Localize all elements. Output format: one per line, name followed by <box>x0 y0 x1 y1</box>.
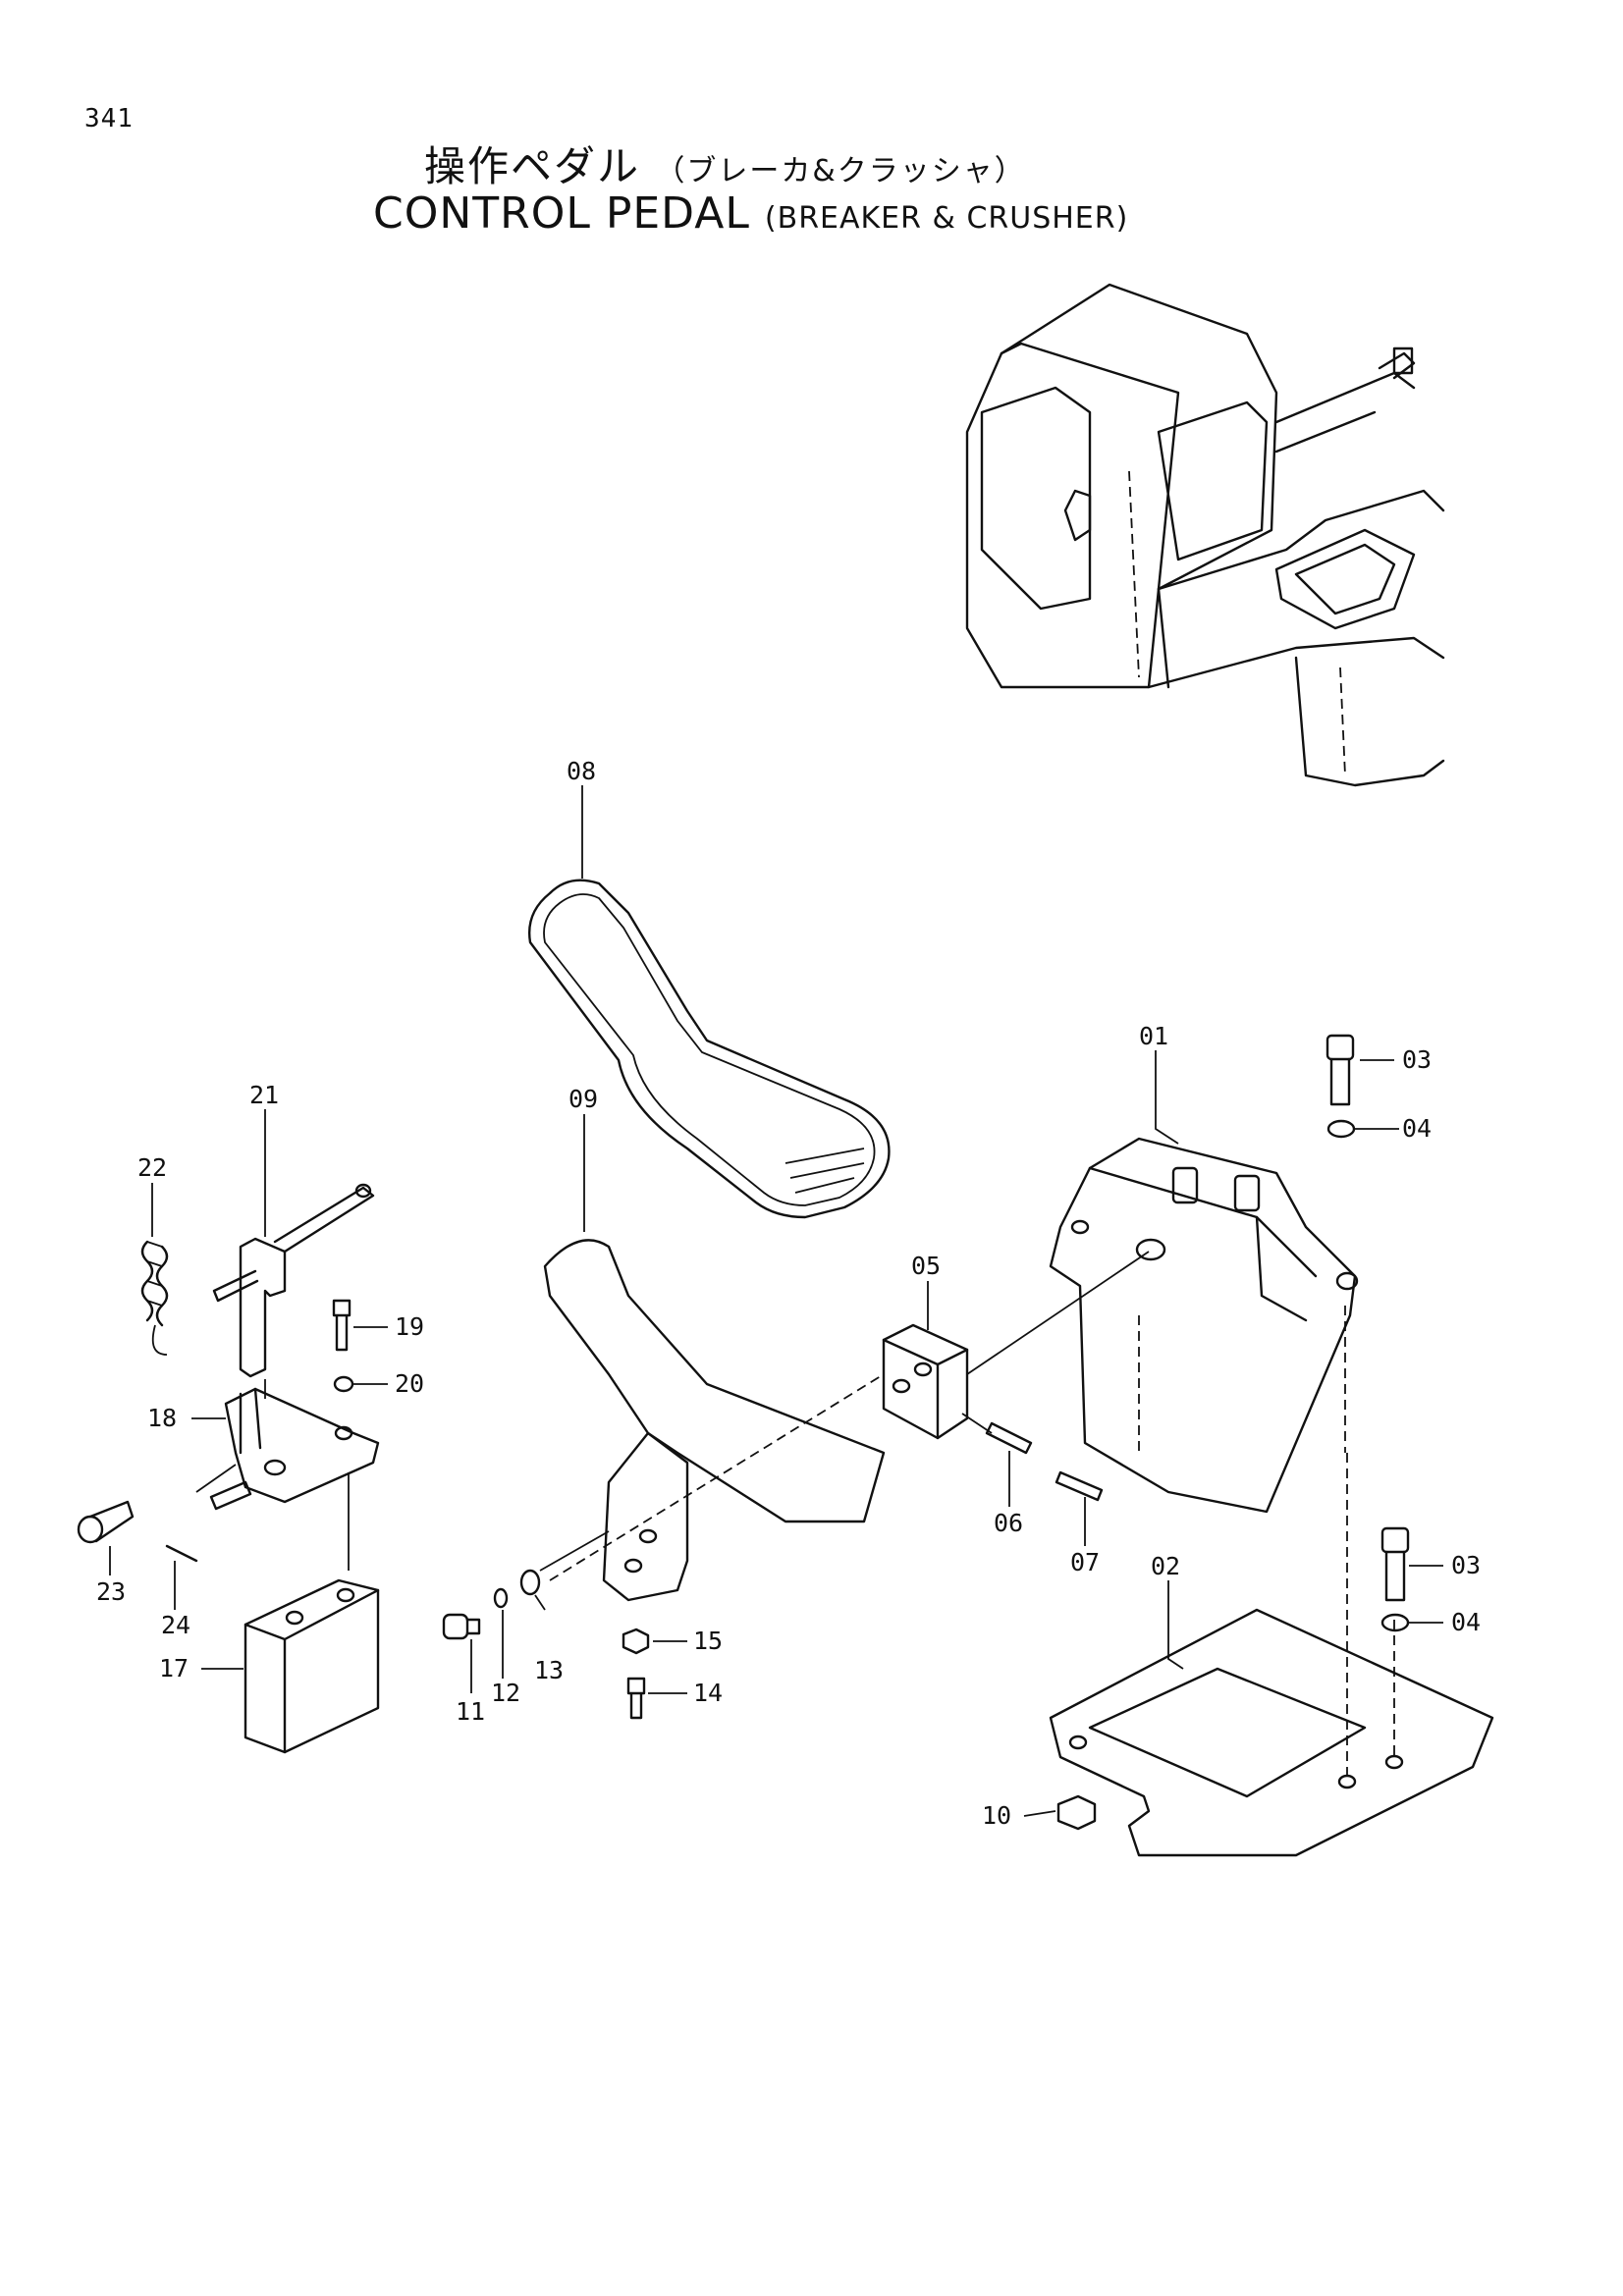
label-12: 12 <box>491 1679 520 1707</box>
title-english: CONTROL PEDAL (BREAKER & CRUSHER) <box>373 188 1128 239</box>
label-22: 22 <box>137 1153 167 1182</box>
part-labels: 08 01 03 04 09 05 06 07 02 03 04 10 11 1… <box>96 757 1481 1830</box>
label-11: 11 <box>456 1697 485 1726</box>
label-24: 24 <box>161 1611 190 1639</box>
label-06: 06 <box>994 1509 1023 1537</box>
part-01-valve <box>1049 1137 1359 1514</box>
label-23: 23 <box>96 1577 126 1606</box>
label-14: 14 <box>693 1679 723 1707</box>
title-japanese: 操作ペダル （ブレーカ&クラッシャ） <box>424 133 1026 193</box>
part-09-pedal-bracket <box>543 1239 886 1602</box>
label-05: 05 <box>911 1252 941 1280</box>
page-number: 341 <box>84 104 134 133</box>
leader-lines <box>109 785 1443 1817</box>
title-japanese-sub: （ブレーカ&クラッシャ） <box>655 154 1026 188</box>
title-english-sub: (BREAKER & CRUSHER) <box>764 201 1129 236</box>
label-04-lower: 04 <box>1451 1608 1481 1636</box>
title-japanese-main: 操作ペダル <box>424 142 641 190</box>
part-05-block <box>882 1251 1150 1440</box>
label-04: 04 <box>1402 1114 1432 1143</box>
label-03: 03 <box>1402 1045 1432 1074</box>
label-08: 08 <box>567 757 596 785</box>
label-17: 17 <box>159 1654 189 1682</box>
label-20: 20 <box>395 1369 424 1398</box>
label-18: 18 <box>147 1404 177 1432</box>
label-02: 02 <box>1151 1552 1180 1580</box>
label-10: 10 <box>982 1801 1011 1830</box>
label-19: 19 <box>395 1312 424 1341</box>
part-17-24-left-assembly <box>77 1183 380 1754</box>
part-08-pedal-pad <box>528 879 891 1219</box>
part-03-04-bolts-washers <box>1325 1034 1410 1632</box>
part-10-nut <box>1056 1794 1097 1831</box>
part-06-07-pins <box>985 1421 1104 1502</box>
title-english-main: CONTROL PEDAL <box>373 188 750 239</box>
part-02-base-plate <box>1049 1453 1494 1857</box>
part-11-15-fasteners <box>442 1530 650 1720</box>
label-01: 01 <box>1139 1022 1168 1050</box>
label-07: 07 <box>1070 1548 1100 1576</box>
excavator-cab-illustration <box>965 283 1445 787</box>
label-03-lower: 03 <box>1451 1551 1481 1579</box>
label-09: 09 <box>568 1085 598 1113</box>
label-21: 21 <box>249 1081 279 1109</box>
label-15: 15 <box>693 1627 723 1655</box>
label-13: 13 <box>534 1656 564 1684</box>
